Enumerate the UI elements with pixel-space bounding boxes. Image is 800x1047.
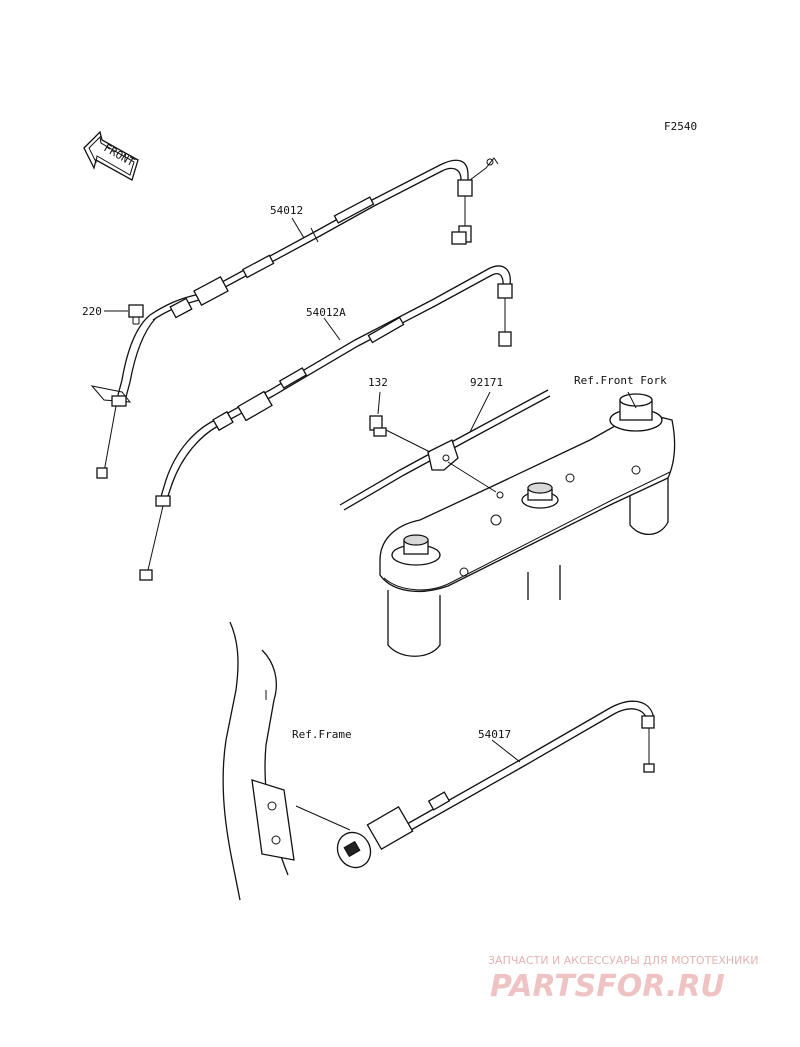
- callout-ref-front-fork: Ref.Front Fork: [574, 374, 667, 387]
- cable-54012A: [139, 265, 513, 581]
- leader-54012: [291, 217, 305, 239]
- leader-92171: [469, 391, 491, 433]
- watermark-brand: PARTSFOR.RU: [490, 969, 725, 1004]
- leader-ref-front-fork: [627, 391, 637, 409]
- frame-section: [222, 621, 295, 901]
- bolt-132: [369, 415, 387, 437]
- watermark-tagline: ЗАПЧАСТИ И АКСЕССУАРЫ ДЛЯ МОТОТЕХНИКИ: [488, 954, 758, 967]
- callout-132: 132: [368, 376, 388, 389]
- front-fork-assembly: [379, 393, 676, 657]
- cable-54017: [336, 700, 655, 869]
- callout-54012A: 54012A: [306, 306, 346, 319]
- callout-54012: 54012: [270, 204, 303, 217]
- front-arrow-icon: FRONT: [83, 130, 139, 181]
- leader-132: [377, 391, 381, 415]
- leader-92171-b: [447, 461, 497, 493]
- callout-92171: 92171: [470, 376, 503, 389]
- callout-220: 220: [82, 305, 102, 318]
- cable-54012: [90, 157, 499, 479]
- bolt-220: [128, 304, 144, 325]
- callout-54017: 54017: [478, 728, 511, 741]
- leader-54012A: [323, 317, 341, 341]
- figure-code: F2540: [664, 120, 697, 133]
- callout-ref-frame: Ref.Frame: [292, 728, 352, 741]
- leader-54017: [491, 739, 521, 763]
- watermark: ЗАПЧАСТИ И АКСЕССУАРЫ ДЛЯ МОТОТЕХНИКИ PA…: [488, 954, 758, 1004]
- leader-132-b: [385, 429, 431, 453]
- leader-ref-frame: [295, 805, 351, 831]
